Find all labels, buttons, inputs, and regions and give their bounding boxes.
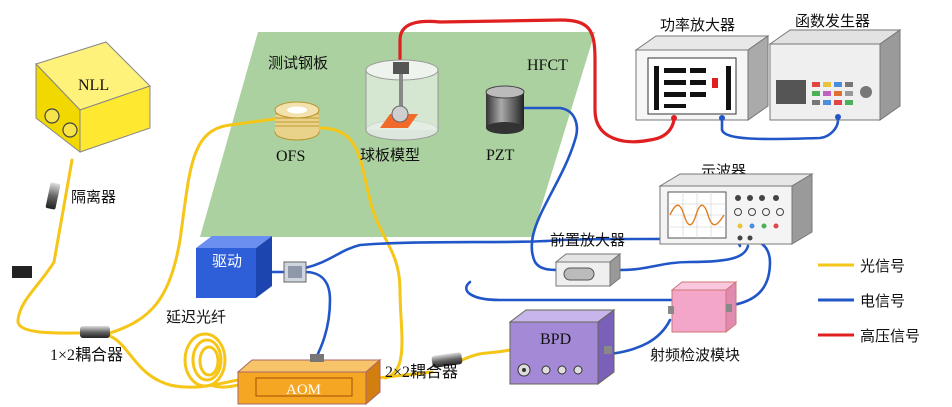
nll-label: NLL [78,77,109,94]
high-voltage-wires [398,18,676,144]
pzt-label: PZT [486,147,515,164]
aom-label: AOM [286,382,321,398]
coupler-2x2-icon [431,352,463,368]
legend-electrical-label: 电信号 [860,292,905,310]
pzt-sensor [485,85,525,134]
preamplifier [554,252,622,288]
fiber-connector-icon [12,266,32,278]
bpd-detector: BPD [508,309,616,385]
legend-high-voltage-label: 高压信号 [860,327,920,345]
drive-box: 驱动 [196,236,272,298]
rf-detector-module [668,280,738,334]
ball-plate-model [365,59,439,141]
isolator-icon [45,182,61,210]
power-amplifier-label: 功率放大器 [660,16,735,34]
test-plate-label: 测试钢板 [268,54,328,72]
function-generator-label: 函数发生器 [795,12,870,30]
preamplifier-label: 前置放大器 [550,231,625,249]
hfct-label: HFCT [527,57,568,74]
ofs-coil [274,101,320,141]
optical-fibers [16,116,512,389]
oscilloscope [658,173,814,245]
ofs-label: OFS [276,148,305,165]
power-amplifier [634,35,770,121]
drive-connector-inner [288,266,302,278]
aom-modulator: AOM [236,354,382,406]
ball-plate-model-label: 球板模型 [360,146,420,164]
legend: 光信号 电信号 高压信号 [818,257,920,345]
isolator-label: 隔离器 [71,188,116,206]
nll-laser: NLL [35,41,151,154]
bpd-label: BPD [540,331,571,348]
function-generator [768,29,902,121]
coupler-2x2-label: 2×2耦合器 [385,363,458,381]
legend-optical-label: 光信号 [860,257,905,275]
drive-label: 驱动 [212,252,242,270]
coupler-1x2-icon [80,326,110,338]
rf-detector-module-label: 射频检波模块 [650,346,740,364]
delay-fiber-label: 延迟光纤 [166,308,226,326]
coupler-1x2-label: 1×2耦合器 [50,346,123,364]
